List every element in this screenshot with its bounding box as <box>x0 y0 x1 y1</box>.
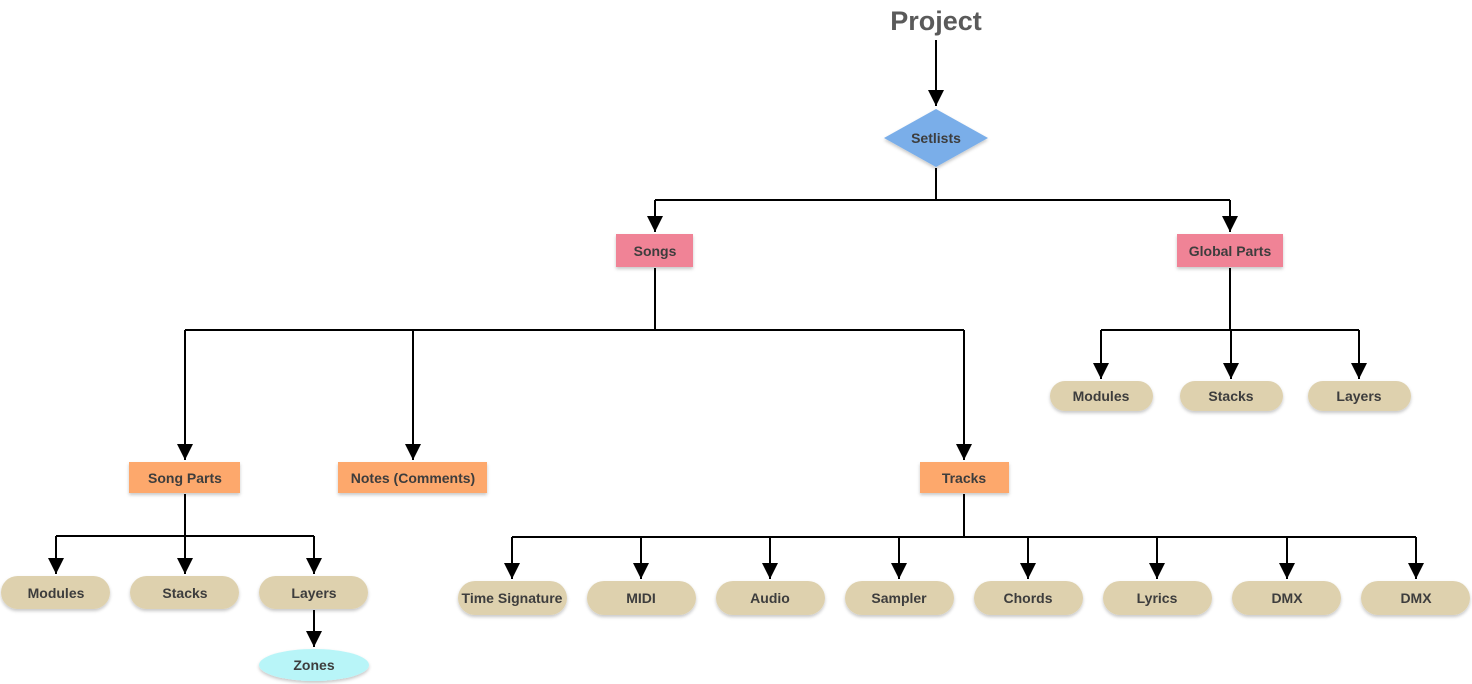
lyrics-pill <box>1103 581 1212 615</box>
audio-label: Audio <box>750 590 790 606</box>
midi-pill <box>587 581 696 615</box>
dmx-2-pill <box>1361 581 1470 615</box>
chords-label: Chords <box>1004 590 1053 606</box>
sampler-label: Sampler <box>871 590 927 606</box>
sp-stacks-label: Stacks <box>162 585 207 601</box>
song-parts-box <box>129 462 240 493</box>
node-time-signature[interactable]: Time Signature <box>458 581 567 615</box>
node-lyrics[interactable]: Lyrics <box>1103 581 1212 615</box>
node-dmx-2[interactable]: DMX <box>1361 581 1470 615</box>
connectors <box>48 40 1424 647</box>
dmx-2-label: DMX <box>1400 590 1432 606</box>
dmx-1-label: DMX <box>1271 590 1303 606</box>
node-global-parts[interactable]: Global Parts <box>1177 234 1283 267</box>
node-sp-layers[interactable]: Layers <box>259 576 368 609</box>
root-title: Project <box>890 6 982 36</box>
song-parts-label: Song Parts <box>148 470 222 486</box>
sampler-pill <box>845 581 954 615</box>
node-global-layers[interactable]: Layers <box>1308 381 1411 411</box>
global-parts-box <box>1177 234 1283 267</box>
global-parts-label: Global Parts <box>1189 243 1272 259</box>
songs-label: Songs <box>634 243 677 259</box>
notes-label: Notes (Comments) <box>351 470 475 486</box>
node-dmx-1[interactable]: DMX <box>1232 581 1341 615</box>
sp-modules-label: Modules <box>28 585 85 601</box>
node-zones[interactable]: Zones <box>259 649 369 681</box>
setlists-label: Setlists <box>911 130 961 146</box>
chords-pill <box>974 581 1083 615</box>
sp-layers-label: Layers <box>291 585 336 601</box>
node-midi[interactable]: MIDI <box>587 581 696 615</box>
node-global-stacks[interactable]: Stacks <box>1180 381 1283 411</box>
sp-layers-pill <box>259 576 368 609</box>
zones-ellipse <box>259 649 369 681</box>
time-signature-pill <box>458 581 567 615</box>
global-layers-pill <box>1308 381 1411 411</box>
node-notes[interactable]: Notes (Comments) <box>338 462 487 493</box>
sp-modules-pill <box>1 576 110 609</box>
global-modules-pill <box>1050 381 1153 411</box>
audio-pill <box>716 581 825 615</box>
global-stacks-pill <box>1180 381 1283 411</box>
node-songs[interactable]: Songs <box>616 234 693 267</box>
node-audio[interactable]: Audio <box>716 581 825 615</box>
setlists-diamond-shape <box>884 109 988 167</box>
notes-box <box>338 462 487 493</box>
node-chords[interactable]: Chords <box>974 581 1083 615</box>
global-stacks-label: Stacks <box>1208 388 1253 404</box>
tracks-label: Tracks <box>942 470 987 486</box>
global-modules-label: Modules <box>1073 388 1130 404</box>
node-sp-modules[interactable]: Modules <box>1 576 110 609</box>
node-song-parts[interactable]: Song Parts <box>129 462 240 493</box>
tracks-box <box>920 462 1009 493</box>
time-signature-label: Time Signature <box>462 590 563 606</box>
node-sp-stacks[interactable]: Stacks <box>130 576 239 609</box>
node-sampler[interactable]: Sampler <box>845 581 954 615</box>
dmx-1-pill <box>1232 581 1341 615</box>
global-layers-label: Layers <box>1336 388 1381 404</box>
node-tracks[interactable]: Tracks <box>920 462 1009 493</box>
node-global-modules[interactable]: Modules <box>1050 381 1153 411</box>
node-setlists[interactable]: Setlists <box>884 109 988 167</box>
lyrics-label: Lyrics <box>1137 590 1178 606</box>
midi-label: MIDI <box>626 590 656 606</box>
songs-box <box>616 234 693 267</box>
zones-label: Zones <box>293 657 334 673</box>
sp-stacks-pill <box>130 576 239 609</box>
